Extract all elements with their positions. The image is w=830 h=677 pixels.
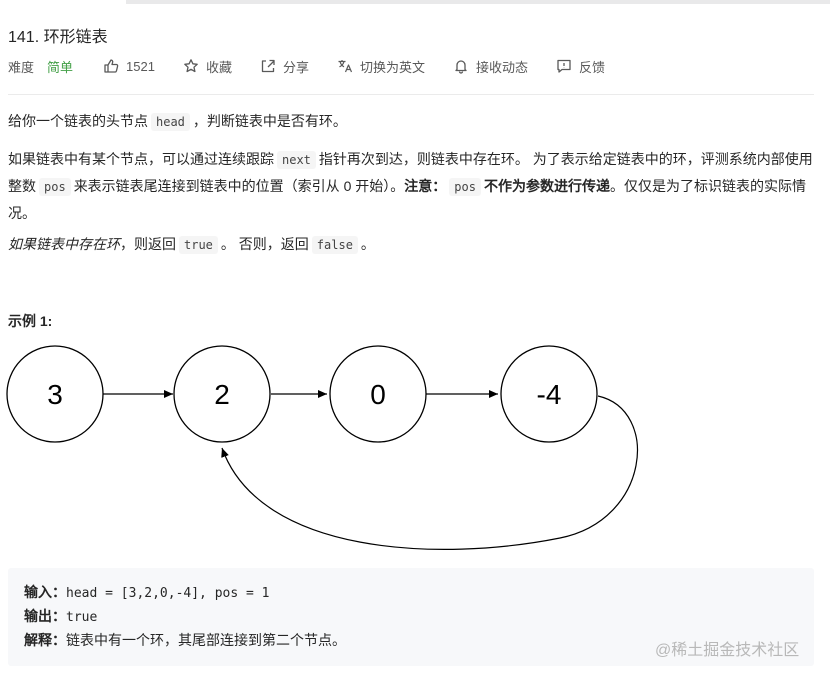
list-node bbox=[6, 345, 104, 443]
list-node bbox=[173, 345, 271, 443]
star-icon bbox=[183, 58, 199, 74]
feedback-icon bbox=[556, 58, 572, 74]
example-explain-line: 解释：链表中有一个环，其尾部连接到第二个节点。 bbox=[24, 628, 814, 652]
note-label: 注意： bbox=[404, 178, 447, 194]
node-value: -4 bbox=[537, 379, 562, 410]
share-button[interactable]: 分享 bbox=[260, 57, 309, 76]
thumbs-up-icon bbox=[103, 58, 119, 74]
node-value: 3 bbox=[47, 379, 63, 410]
problem-meta-bar: 难度 简单 1521 收藏 分享 切换为英文 接收动态 反馈 bbox=[8, 57, 633, 75]
example-title: 示例 1: bbox=[8, 313, 53, 329]
share-icon bbox=[260, 58, 276, 74]
list-node bbox=[500, 345, 598, 443]
translate-icon bbox=[337, 58, 353, 74]
switch-language-label: 切换为英文 bbox=[359, 59, 425, 75]
output-label: 输出： bbox=[24, 608, 66, 624]
difficulty-value: 简单 bbox=[47, 59, 74, 75]
like-button[interactable]: 1521 bbox=[103, 58, 155, 74]
inline-code: pos bbox=[39, 178, 71, 196]
inline-code: next bbox=[277, 151, 316, 169]
desc-text: 。仅仅是为了标识链表的实际情况。 bbox=[8, 178, 806, 221]
example-output-line: 输出：true bbox=[24, 604, 814, 628]
inline-code: head bbox=[151, 113, 190, 131]
node-value: 0 bbox=[370, 379, 386, 410]
list-node bbox=[329, 345, 427, 443]
favorite-label: 收藏 bbox=[205, 59, 232, 75]
desc-text: 指针再次到达，则链表中存在环。 为了表示给定链表中的环，评测系统内部使用整数 bbox=[8, 151, 813, 194]
feedback-label: 反馈 bbox=[579, 59, 606, 75]
feedback-button[interactable]: 反馈 bbox=[556, 57, 605, 76]
explain-label: 解释： bbox=[24, 632, 66, 648]
desc-text: ，判断链表中是否有环。 bbox=[192, 113, 347, 129]
top-divider bbox=[126, 0, 830, 4]
favorite-button[interactable]: 收藏 bbox=[183, 57, 232, 76]
desc-text: ，则返回 bbox=[120, 236, 176, 252]
output-value: true bbox=[66, 610, 98, 625]
node-value: 2 bbox=[214, 379, 230, 410]
explain-value: 链表中有一个环，其尾部连接到第二个节点。 bbox=[66, 632, 346, 648]
note-bold-text: 不作为参数进行传递 bbox=[483, 178, 610, 194]
inline-code: pos bbox=[449, 178, 481, 196]
desc-text: 。 bbox=[360, 236, 375, 252]
share-label: 分享 bbox=[282, 59, 309, 75]
input-label: 输入： bbox=[24, 584, 66, 600]
cycle-arrow bbox=[221, 395, 639, 550]
example-input-line: 输入：head = [3,2,0,-4], pos = 1 bbox=[24, 580, 814, 604]
example-block: 输入：head = [3,2,0,-4], pos = 1 输出：true 解释… bbox=[8, 568, 814, 666]
desc-text: 给你一个链表的头节点 bbox=[8, 113, 148, 129]
subscribe-label: 接收动态 bbox=[476, 59, 529, 75]
desc-text: 。 否则，返回 bbox=[220, 236, 309, 252]
watermark: @稀土掘金技术社区 bbox=[655, 642, 800, 659]
section-divider bbox=[8, 94, 814, 95]
linked-list-diagram: 3 2 0 -4 bbox=[6, 345, 639, 550]
subscribe-button[interactable]: 接收动态 bbox=[453, 57, 528, 76]
emphasis-text: 如果链表中存在环 bbox=[8, 236, 120, 252]
inline-code: false bbox=[311, 236, 358, 254]
inline-code: true bbox=[179, 236, 218, 254]
bell-icon bbox=[453, 58, 469, 74]
desc-text: 如果链表中有某个节点，可以通过连续跟踪 bbox=[8, 151, 274, 167]
like-count: 1521 bbox=[126, 58, 155, 74]
switch-language-button[interactable]: 切换为英文 bbox=[337, 57, 425, 76]
page-title: 141. 环形链表 bbox=[8, 29, 108, 46]
desc-text: 来表示链表尾连接到链表中的位置（索引从 0 开始）。 bbox=[73, 178, 405, 194]
difficulty-label: 难度 bbox=[8, 59, 35, 75]
input-value: head = [3,2,0,-4], pos = 1 bbox=[66, 586, 270, 601]
